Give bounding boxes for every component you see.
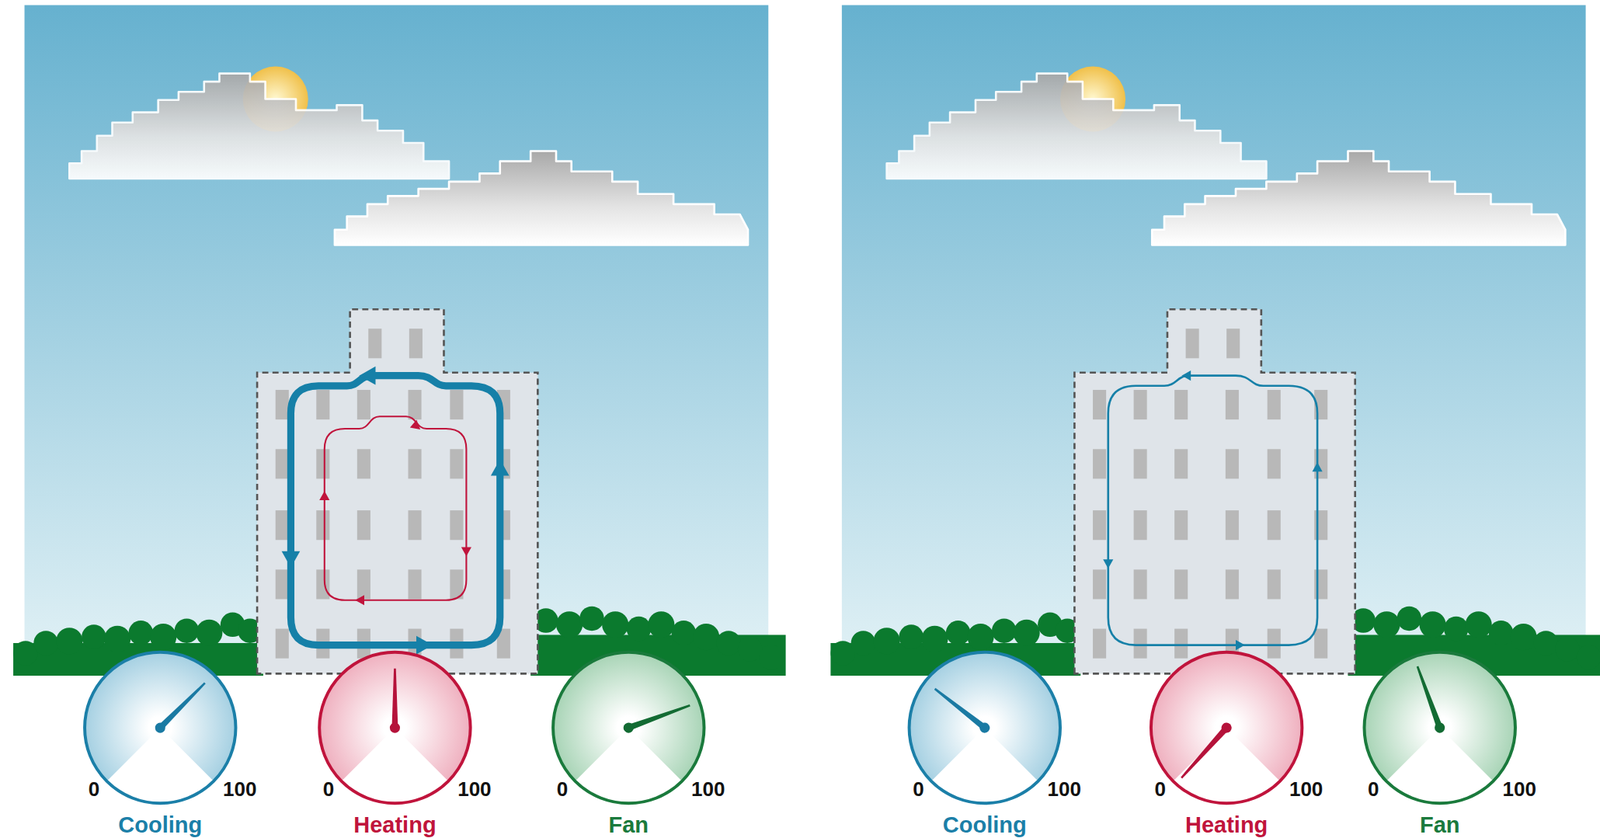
gauge-label: Cooling — [118, 813, 202, 836]
cooling-gauge — [909, 652, 1061, 804]
cooling-gauge — [84, 652, 236, 804]
fan-gauge — [1364, 652, 1516, 804]
heating-gauge — [319, 652, 470, 804]
scale-max: 100 — [1289, 779, 1323, 800]
gauge-label: Heating — [353, 813, 436, 836]
heating-gauge — [1151, 652, 1302, 804]
left-scene — [13, 5, 787, 676]
scale-min: 0 — [912, 779, 924, 800]
cooling-loop — [281, 366, 510, 655]
gauge-label: Fan — [1419, 813, 1461, 836]
heating-loop — [319, 416, 472, 606]
gauge-label: Heating — [1185, 813, 1268, 836]
scale-max: 100 — [691, 779, 725, 800]
gauge-label: Fan — [608, 813, 650, 836]
scale-max: 100 — [1502, 779, 1537, 800]
gauge-label: Cooling — [942, 813, 1027, 836]
scale-min: 0 — [556, 779, 568, 800]
fan-gauge — [553, 652, 704, 804]
scale-max: 100 — [457, 779, 491, 800]
right-scene — [830, 5, 1600, 676]
scale-min: 0 — [1154, 779, 1166, 800]
scale-max: 100 — [1047, 779, 1082, 800]
scale-max: 100 — [222, 779, 257, 800]
scale-min: 0 — [1367, 779, 1379, 800]
scale-min: 0 — [88, 779, 100, 800]
cooling-loop — [1102, 370, 1322, 651]
scale-min: 0 — [323, 779, 334, 800]
